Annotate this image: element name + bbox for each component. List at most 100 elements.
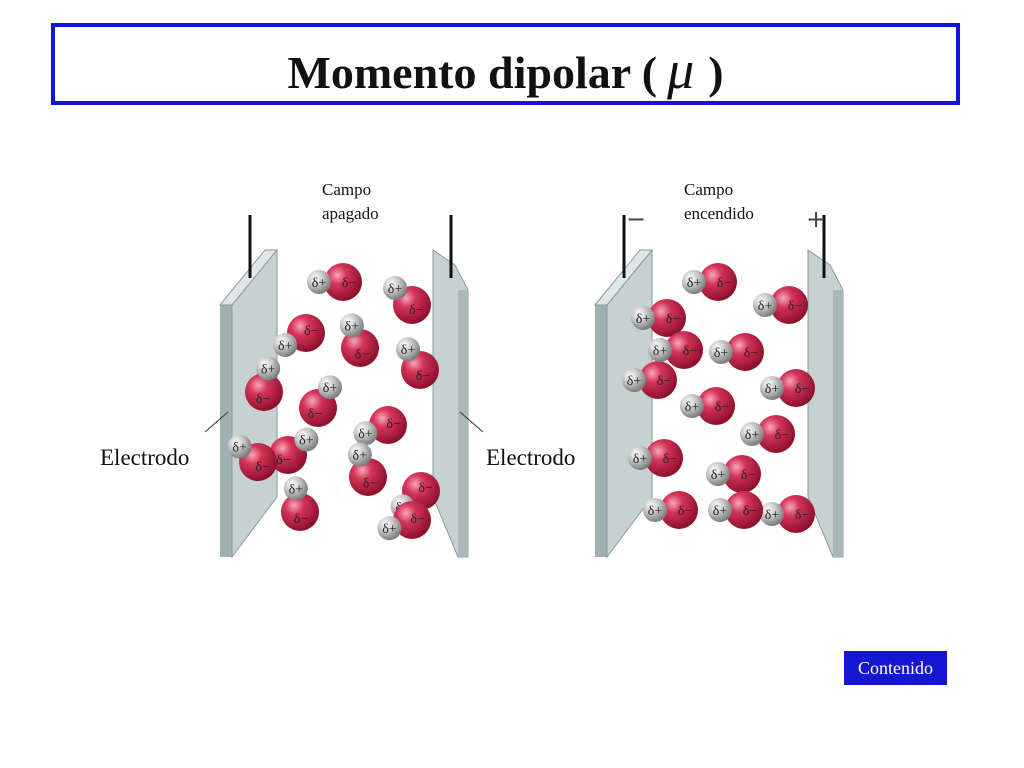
hydrogen-atom [708, 498, 732, 522]
partial-positive-label: δ+ [765, 382, 780, 397]
partial-negative-label: δ− [715, 400, 730, 415]
hydrogen-atom [283, 476, 308, 501]
left-water-molecule: δ− δ+ [353, 406, 407, 446]
partial-negative-label: δ− [294, 512, 309, 527]
oxygen-atom [777, 369, 815, 407]
left-water-molecule: δ−δ+ [396, 337, 439, 389]
partial-negative-label: δ− [741, 468, 756, 483]
partial-negative-label: δ− [256, 392, 271, 407]
partial-negative-label: δ− [418, 481, 433, 496]
partial-negative-label: δ− [744, 346, 759, 361]
right-water-molecule: δ−δ+ [643, 491, 698, 529]
hydrogen-atom [622, 368, 646, 392]
hydrogen-atom [307, 270, 331, 294]
partial-negative-label: δ− [410, 512, 425, 527]
oxygen-atom [324, 263, 362, 301]
partial-negative-label: δ− [363, 477, 378, 492]
partial-positive-label: δ+ [382, 522, 397, 537]
hydrogen-atom [628, 446, 652, 470]
partial-positive-label: δ+ [401, 343, 416, 358]
partial-negative-label: δ− [795, 382, 810, 397]
hydrogen-atom [318, 375, 342, 400]
left-water-molecule: δ−δ+ [299, 375, 342, 427]
hydrogen-atom [753, 293, 777, 317]
oxygen-atom [369, 406, 407, 444]
partial-positive-label: δ+ [278, 339, 293, 354]
left-electrode-leader-line [204, 411, 229, 433]
right-water-molecule: δ− δ+ [709, 333, 764, 371]
right-water-molecule: δ−δ+ [740, 415, 795, 453]
left-water-molecule: δ−δ+ [339, 313, 379, 367]
partial-positive-label: δ+ [758, 299, 773, 314]
hydrogen-atom [648, 338, 672, 362]
partial-negative-label: δ− [663, 452, 678, 467]
electrode-label-left: Electrodo [100, 445, 190, 470]
oxygen-atom [770, 286, 808, 324]
partial-negative-label: δ− [255, 460, 270, 475]
right-water-molecule: δ− δ+ [628, 439, 683, 477]
partial-negative-label: δ− [657, 374, 672, 389]
right-electrode-leader-line [459, 411, 484, 433]
partial-positive-label: δ+ [687, 276, 702, 291]
partial-positive-label: δ+ [358, 427, 373, 442]
molecules-right: δ− δ+ δ− δ+ δ− δ+ δ− δ+ δ− δ+ δ− δ+ δ− δ+ δ− δ+ δ− δ+ δ− δ+… [622, 263, 815, 533]
hydrogen-atom [706, 462, 730, 486]
oxygen-atom [639, 361, 677, 399]
oxygen-atom [660, 491, 698, 529]
hydrogen-atom [227, 434, 252, 459]
partial-positive-label: δ+ [345, 319, 360, 334]
oxygen-atom [349, 458, 387, 496]
electrode-label-right: Electrodo [486, 445, 576, 470]
title-box: Momento dipolar (μ) [51, 23, 960, 105]
right-water-molecule: δ− δ+ [631, 299, 686, 337]
partial-positive-label: δ+ [312, 276, 327, 291]
partial-negative-label: δ− [788, 299, 803, 314]
hydrogen-atom [256, 356, 281, 381]
partial-negative-label: δ− [666, 312, 681, 327]
partial-positive-label: δ+ [765, 508, 780, 523]
right-panel-right-electrode [807, 215, 844, 558]
partial-positive-label: δ+ [714, 346, 729, 361]
right-water-molecule: δ− δ+ [753, 286, 808, 324]
oxygen-atom [645, 439, 683, 477]
partial-negative-label: δ− [386, 417, 401, 432]
left-water-molecule: δ−δ+ [383, 276, 431, 324]
hydrogen-atom [377, 516, 402, 541]
oxygen-atom [725, 491, 763, 529]
partial-positive-label: δ+ [745, 428, 760, 443]
partial-positive-label: δ+ [636, 312, 651, 327]
partial-positive-label: δ+ [261, 362, 276, 377]
partial-negative-label: δ− [678, 504, 693, 519]
partial-positive-label: δ+ [633, 452, 648, 467]
partial-positive-label: δ+ [711, 468, 726, 483]
slide-title: Momento dipolar (μ) [55, 39, 956, 101]
partial-negative-label: δ− [342, 276, 357, 291]
right-water-molecule: δ−δ+ [622, 361, 677, 399]
hydrogen-atom [383, 276, 408, 301]
contents-button[interactable]: Contenido [844, 651, 947, 685]
left-water-molecule: δ−δ+ [269, 427, 319, 474]
hydrogen-atom [682, 270, 706, 294]
molecules-left: δ−δ+δ−δ+δ−δ+δ−δ+δ−δ+δ−δ+δ−δ+δ−δ+δ−δ+δ−δ+… [227, 263, 440, 541]
left-water-molecule: δ− δ+ [273, 314, 325, 357]
right-water-molecule: δ−δ+ [708, 491, 763, 529]
right-water-molecule: δ− δ+ [760, 369, 815, 407]
negative-terminal-sign: − [626, 205, 647, 233]
oxygen-atom [726, 333, 764, 371]
partial-positive-label: δ+ [299, 434, 314, 449]
partial-negative-label: δ− [717, 276, 732, 291]
oxygen-atom [341, 329, 379, 367]
hydrogen-atom [273, 333, 298, 357]
oxygen-atom [699, 263, 737, 301]
left-water-molecule: δ−δ+ [281, 476, 319, 531]
hydrogen-atom [396, 337, 420, 362]
hydrogen-atom [740, 422, 764, 446]
partial-negative-label: δ− [304, 324, 319, 339]
left-water-molecule: δ−δ+ [347, 442, 387, 496]
partial-negative-label: δ− [683, 344, 698, 359]
partial-negative-label: δ− [795, 508, 810, 523]
partial-positive-label: δ+ [685, 400, 700, 415]
right-field-label: Campo encendido [684, 178, 754, 226]
partial-positive-label: δ+ [323, 381, 338, 396]
